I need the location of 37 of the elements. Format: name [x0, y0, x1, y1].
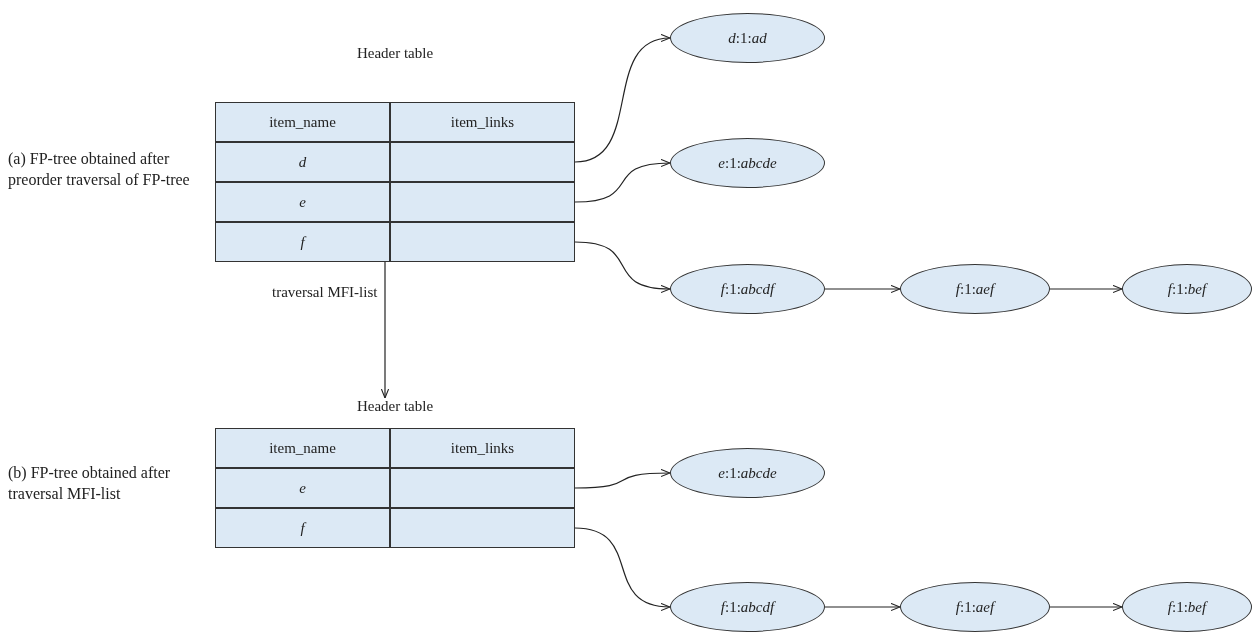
column-header: item_links: [390, 102, 575, 142]
row-label: f: [215, 508, 390, 548]
column-header: item_name: [215, 102, 390, 142]
table-cell: [390, 508, 575, 548]
node-ellipse: d:1:ad: [670, 13, 825, 63]
arrow: [574, 527, 671, 611]
node-ellipse: e:1:abcde: [670, 448, 825, 498]
arrow: [574, 469, 671, 489]
node-ellipse: f:1:abcdf: [670, 582, 825, 632]
arrow: [824, 284, 901, 294]
table-heading: Header table: [355, 45, 435, 62]
row-label: e: [215, 182, 390, 222]
arrow: [574, 159, 671, 203]
node-ellipse: f:1:aef: [900, 264, 1050, 314]
arrow: [380, 261, 390, 399]
arrow: [574, 35, 671, 163]
row-label: e: [215, 468, 390, 508]
table-cell: [390, 182, 575, 222]
table-cell: [390, 468, 575, 508]
arrow: [824, 602, 901, 612]
arrow: [574, 241, 671, 293]
row-label: f: [215, 222, 390, 262]
node-ellipse: f:1:bef: [1122, 264, 1252, 314]
table-cell: [390, 142, 575, 182]
row-label: d: [215, 142, 390, 182]
arrow: [1049, 284, 1123, 294]
caption-text: (a) FP-tree obtained after preorder traversal of FP-tree: [8, 149, 191, 190]
arrow: [1049, 602, 1123, 612]
column-header: item_links: [390, 428, 575, 468]
node-ellipse: e:1:abcde: [670, 138, 825, 188]
node-ellipse: f:1:abcdf: [670, 264, 825, 314]
node-ellipse: f:1:bef: [1122, 582, 1252, 632]
column-header: item_name: [215, 428, 390, 468]
table-cell: [390, 222, 575, 262]
caption-text: (b) FP-tree obtained after traversal MFI-list: [8, 463, 172, 504]
node-ellipse: f:1:aef: [900, 582, 1050, 632]
table-heading: Header table: [355, 398, 435, 415]
